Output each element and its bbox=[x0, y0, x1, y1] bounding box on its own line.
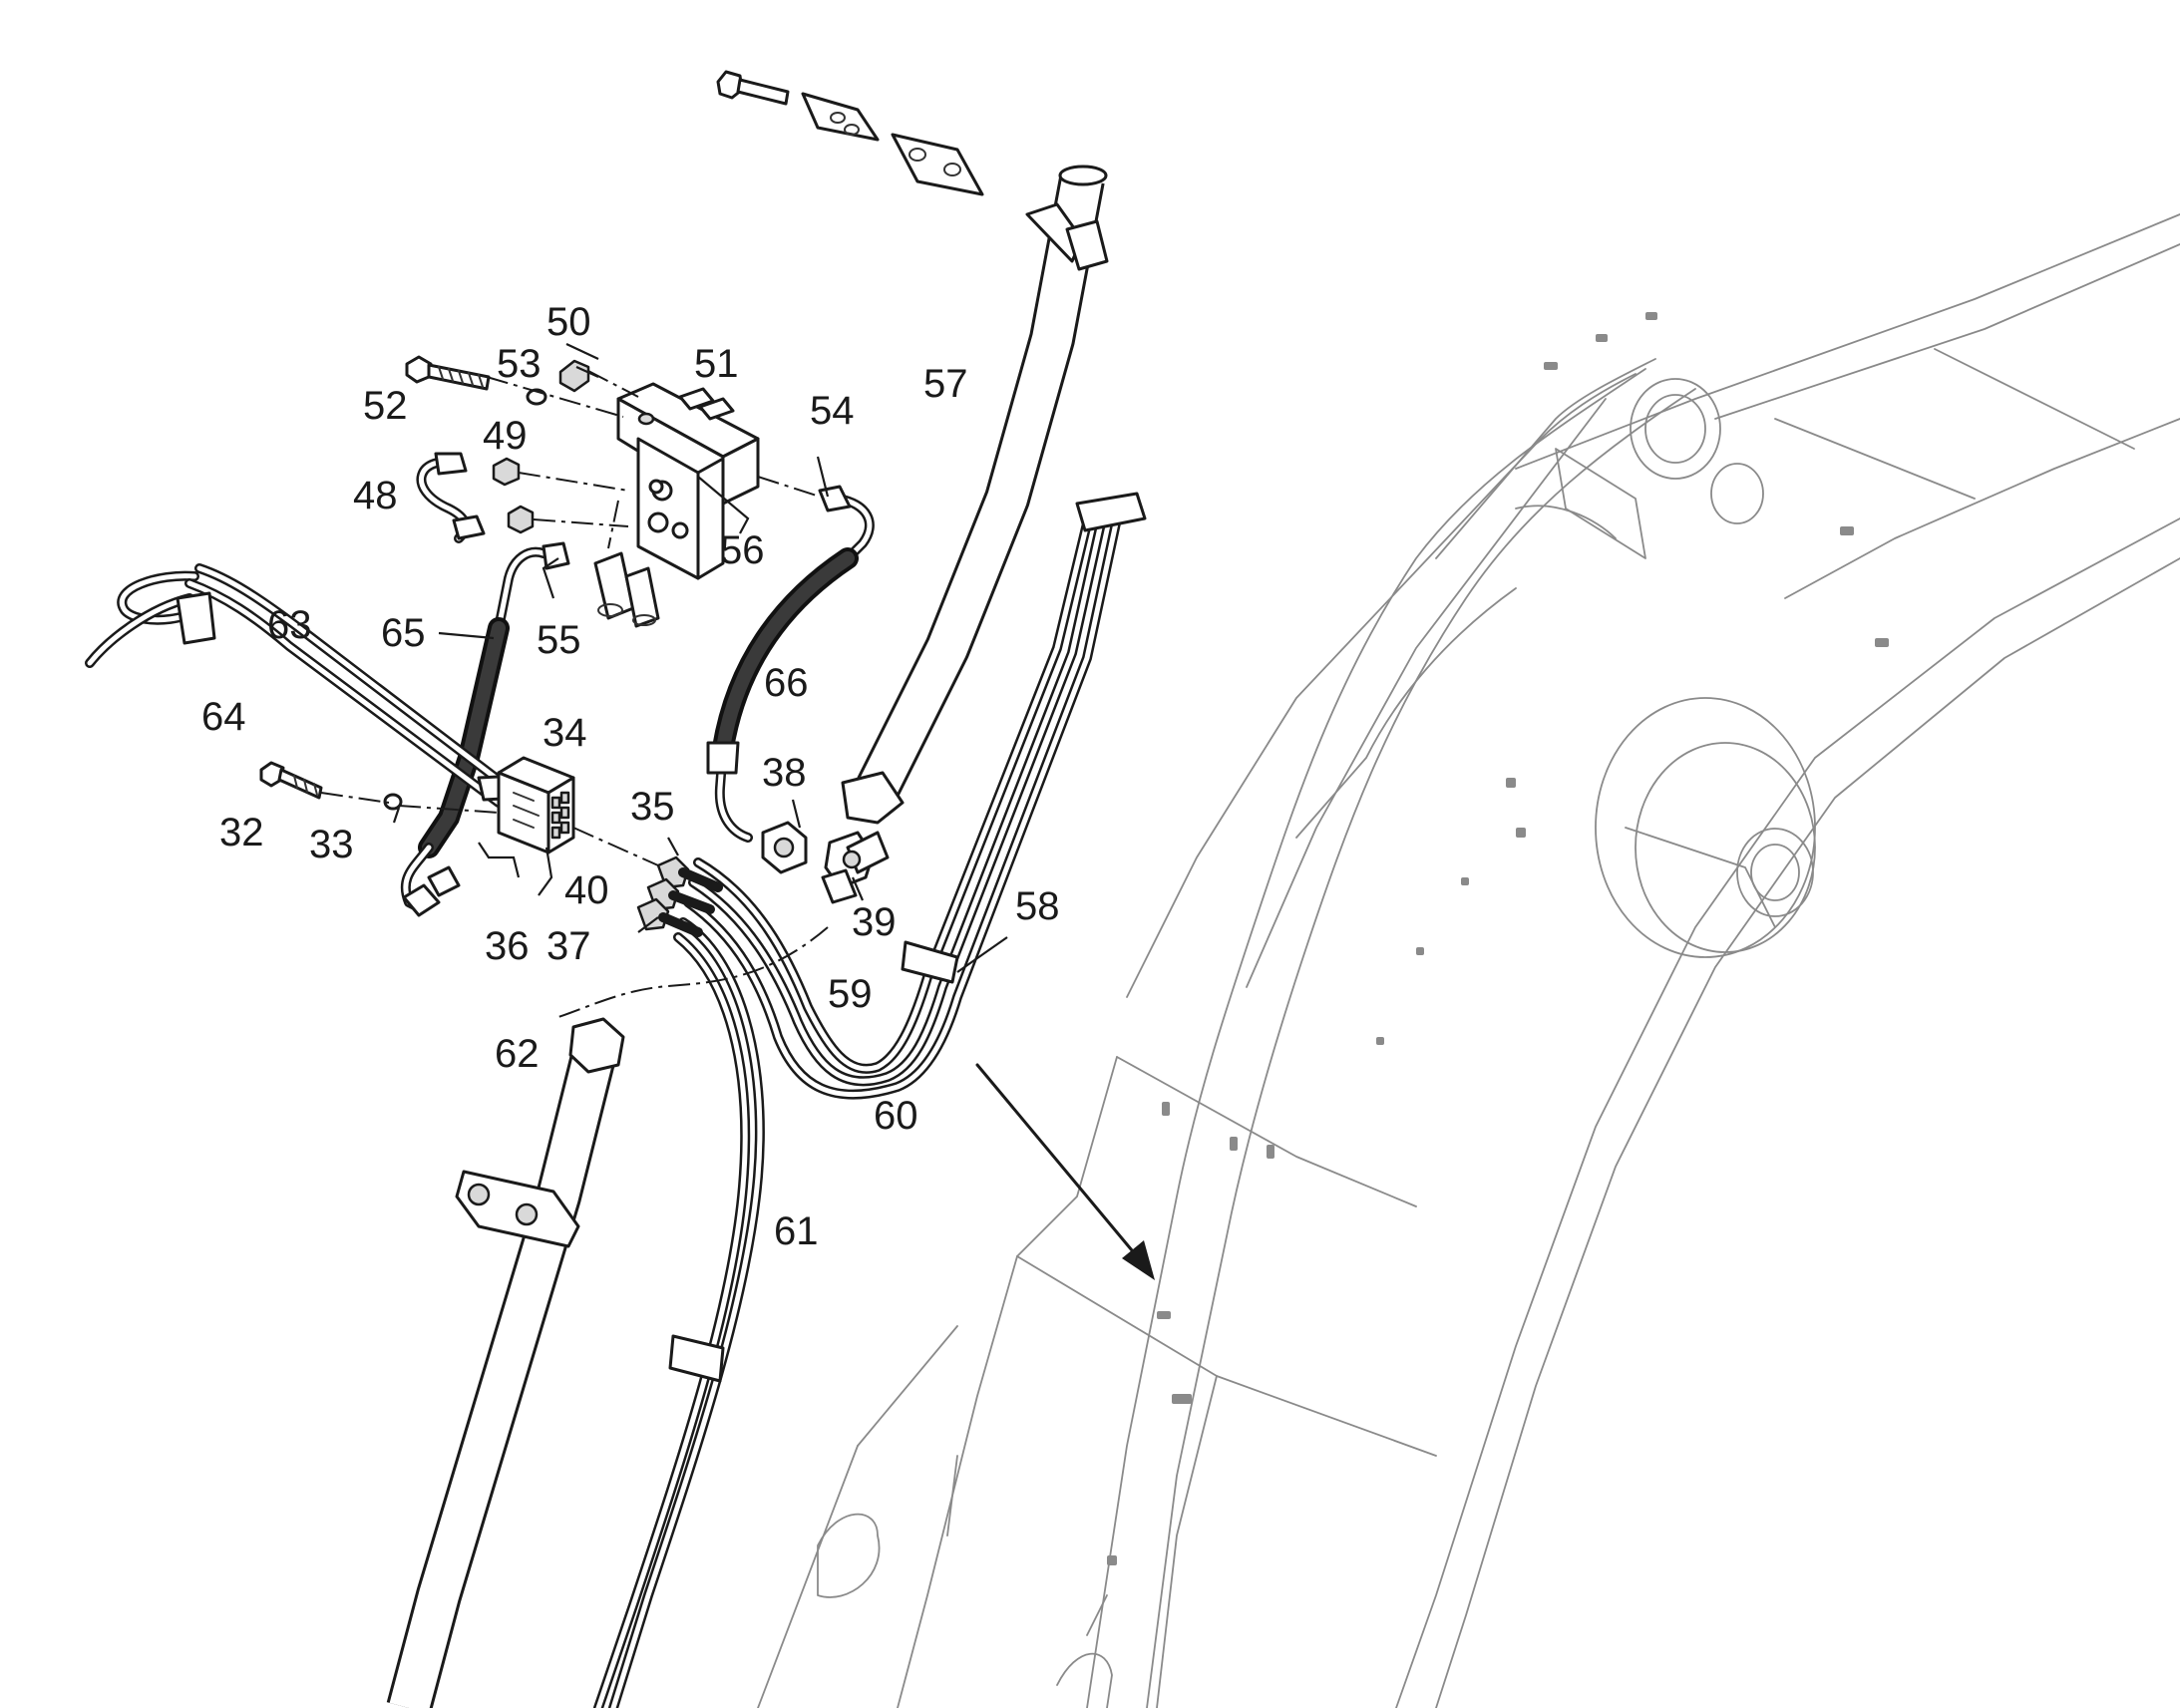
callout-34: 34 bbox=[543, 711, 587, 755]
fittings-35-36-37 bbox=[636, 855, 723, 937]
callout-39: 39 bbox=[852, 900, 897, 944]
callout-52: 52 bbox=[363, 384, 408, 428]
callout-labels: 32 33 34 35 36 37 38 39 40 48 49 50 51 5… bbox=[201, 300, 1060, 1253]
callout-38: 38 bbox=[762, 751, 807, 795]
callout-51: 51 bbox=[694, 342, 739, 386]
valve-block-51 bbox=[593, 382, 760, 628]
callout-64: 64 bbox=[201, 695, 246, 739]
callout-63: 63 bbox=[267, 603, 312, 647]
callout-33: 33 bbox=[309, 823, 354, 866]
assembly-centerlines bbox=[320, 370, 829, 1018]
bolt-32-washer-33 bbox=[259, 761, 403, 811]
callout-36: 36 bbox=[485, 924, 530, 968]
fittings-38-39 bbox=[761, 821, 890, 904]
callout-65: 65 bbox=[381, 611, 426, 655]
callout-57: 57 bbox=[923, 362, 968, 406]
callout-55: 55 bbox=[537, 618, 581, 662]
callout-48: 48 bbox=[353, 474, 398, 517]
callout-54: 54 bbox=[810, 389, 855, 433]
callout-58: 58 bbox=[1015, 884, 1060, 928]
fittings-upper-block bbox=[405, 355, 590, 543]
callout-62: 62 bbox=[495, 1032, 540, 1076]
callout-35: 35 bbox=[630, 785, 675, 829]
callout-49: 49 bbox=[483, 414, 528, 458]
callout-50: 50 bbox=[546, 300, 591, 344]
callout-leaders bbox=[392, 343, 1008, 973]
boom-structure bbox=[757, 213, 2180, 1708]
pipe-62 bbox=[386, 1017, 625, 1708]
callout-37: 37 bbox=[546, 924, 591, 968]
callout-40: 40 bbox=[564, 868, 609, 912]
callout-53: 53 bbox=[497, 342, 542, 386]
callout-61: 61 bbox=[774, 1209, 819, 1253]
hose-65 bbox=[400, 541, 570, 917]
lines-59-60-61 bbox=[593, 492, 1147, 1708]
lines-63-64 bbox=[85, 563, 526, 808]
pipe-57 bbox=[841, 165, 1109, 825]
direction-arrow bbox=[975, 1063, 1155, 1280]
top-bolt-and-clamp-plates bbox=[716, 70, 984, 196]
callout-66: 66 bbox=[764, 661, 809, 705]
callout-59: 59 bbox=[828, 972, 873, 1016]
block-34 bbox=[497, 756, 575, 854]
callout-60: 60 bbox=[874, 1094, 918, 1138]
callout-56: 56 bbox=[720, 528, 765, 572]
callout-32: 32 bbox=[219, 811, 264, 854]
